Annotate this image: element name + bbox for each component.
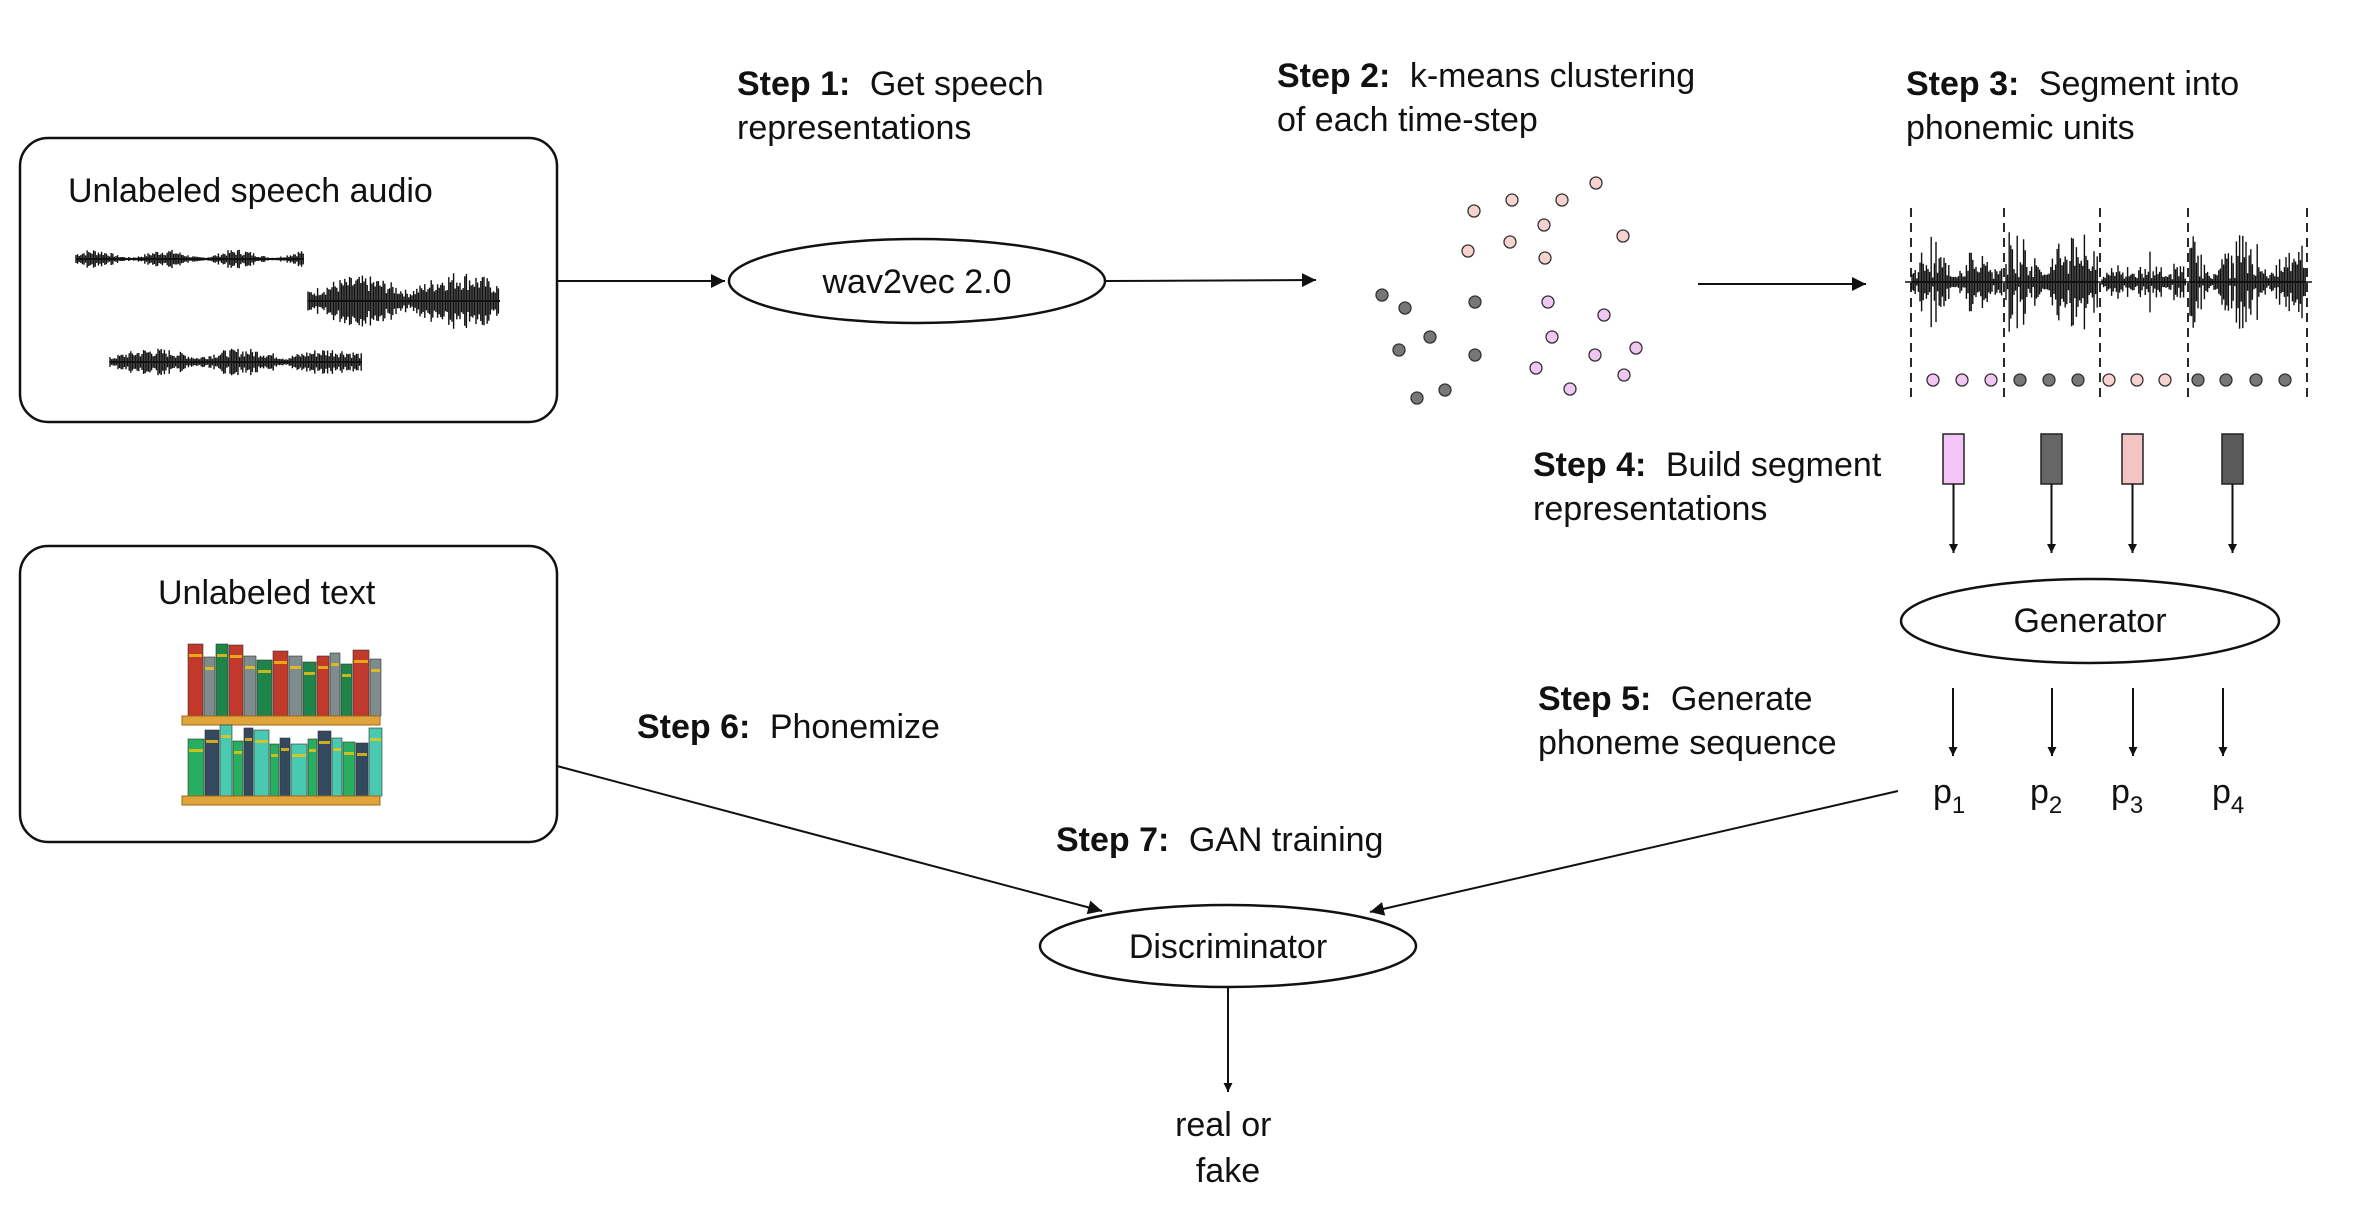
step-3-key: Step 3: [1906, 65, 2019, 103]
cluster-point-pink [1467, 204, 1481, 218]
cluster-point-violet [1541, 295, 1555, 309]
phoneme-p4: p4 [2212, 773, 2244, 819]
cluster-point-gray [1468, 348, 1482, 362]
cluster-point-violet [1545, 330, 1559, 344]
step-4-text-2: representations [1533, 490, 1767, 528]
segment-block-1 [1942, 433, 1965, 485]
cluster-point-pink [1537, 218, 1551, 232]
arrow-text-to-discriminator [556, 765, 1103, 915]
waveform-icon [75, 249, 500, 376]
cluster-point-pink [1503, 235, 1517, 249]
text-box: Unlabeled text [18, 544, 559, 844]
segment-cluster-dot [2013, 373, 2027, 387]
cluster-point-gray [1410, 391, 1424, 405]
step-7-key: Step 7: [1056, 821, 1169, 859]
step-5-text-2: phoneme sequence [1538, 724, 1837, 762]
cluster-point-gray [1423, 330, 1437, 344]
generator-label: Generator [2013, 602, 2166, 640]
step-4-key: Step 4: [1533, 446, 1646, 484]
cluster-point-violet [1529, 361, 1543, 375]
speech-audio-label: Unlabeled speech audio [68, 172, 433, 210]
cluster-point-pink [1616, 229, 1630, 243]
step-5-text: Generate [1671, 680, 1813, 718]
segment-cluster-dot [2158, 373, 2172, 387]
text-label: Unlabeled text [158, 574, 376, 612]
segment-cluster-dot [2219, 373, 2233, 387]
cluster-point-violet [1563, 382, 1577, 396]
step-6-text: Phonemize [770, 708, 940, 746]
segment-block-2 [2040, 433, 2063, 485]
cluster-point-violet [1617, 368, 1631, 382]
kmeans-cluster-plot [1375, 176, 1643, 405]
step-2-text-2: of each time-step [1277, 101, 1538, 139]
cluster-point-pink [1538, 251, 1552, 265]
cluster-point-gray [1438, 383, 1452, 397]
step-5-label: Step 5: Generate phoneme sequence [1538, 680, 1837, 762]
cluster-point-pink [1505, 193, 1519, 207]
cluster-point-gray [1398, 301, 1412, 315]
segment-cluster-dot [2191, 373, 2205, 387]
segment-block-3 [2121, 433, 2144, 485]
waveform-3 [109, 348, 362, 376]
segment-cluster-dot [2130, 373, 2144, 387]
step-1-label: Step 1: Get speech representations [737, 65, 1053, 147]
cluster-point-pink [1589, 176, 1603, 190]
step-3-label: Step 3: Segment into phonemic units [1906, 65, 2249, 147]
step-2-text: k-means clustering [1410, 57, 1695, 95]
cluster-point-violet [1629, 341, 1643, 355]
step-6-key: Step 6: [637, 708, 750, 746]
speech-audio-box: Unlabeled speech audio [18, 136, 559, 424]
cluster-point-pink [1461, 244, 1475, 258]
step-1-text-2: representations [737, 109, 971, 147]
cluster-point-gray [1392, 343, 1406, 357]
discriminator-label: Discriminator [1129, 928, 1327, 966]
waveform-1 [75, 249, 304, 269]
arrow-wav2vec-to-kmeans [1104, 273, 1317, 288]
bookshelf-icon [181, 643, 383, 806]
phoneme-p3: p3 [2111, 773, 2143, 819]
step-2-label: Step 2: k-means clustering of each time-… [1277, 57, 1705, 139]
segment-cluster-dot [2249, 373, 2263, 387]
wav2vec-label: wav2vec 2.0 [822, 263, 1012, 301]
segment-representations [1942, 433, 2244, 553]
phoneme-p2: p2 [2030, 773, 2062, 819]
step-5-key: Step 5: [1538, 680, 1651, 718]
segment-cluster-dot [1926, 373, 1940, 387]
wav2vec-node: wav2vec 2.0 [727, 237, 1107, 325]
segmented-waveform [1905, 208, 2312, 398]
cluster-point-violet [1588, 348, 1602, 362]
cluster-point-gray [1375, 288, 1389, 302]
output-label: real or fake [1175, 1106, 1281, 1190]
discriminator-node: Discriminator [1038, 903, 1418, 989]
step-2-key: Step 2: [1277, 57, 1390, 95]
step-7-text: GAN training [1189, 821, 1384, 859]
segment-cluster-dot [2042, 373, 2056, 387]
step-4-label: Step 4: Build segment representations [1533, 446, 1891, 528]
step-6-label: Step 6: Phonemize [637, 708, 940, 746]
step-4-text: Build segment [1666, 446, 1882, 484]
phoneme-p1: p1 [1933, 773, 1965, 819]
segment-cluster-dot [2071, 373, 2085, 387]
arrow-phonemes-to-discriminator [1369, 790, 1899, 916]
phoneme-sequence: p1 p2 p3 p4 [1933, 688, 2244, 819]
segment-cluster-dot [2278, 373, 2292, 387]
segment-block-4 [2221, 433, 2244, 485]
cluster-point-violet [1597, 308, 1611, 322]
cluster-point-pink [1555, 193, 1569, 207]
step-7-label: Step 7: GAN training [1056, 821, 1383, 859]
step-3-text: Segment into [2039, 65, 2239, 103]
segment-cluster-dot [1984, 373, 1998, 387]
cluster-point-gray [1468, 295, 1482, 309]
segment-cluster-dot [1955, 373, 1969, 387]
waveform-2 [307, 273, 500, 329]
segment-cluster-dot [2102, 373, 2116, 387]
step-3-text-2: phonemic units [1906, 109, 2135, 147]
step-1-key: Step 1: [737, 65, 850, 103]
step-1-text: Get speech [870, 65, 1044, 103]
generator-node: Generator [1899, 577, 2281, 665]
